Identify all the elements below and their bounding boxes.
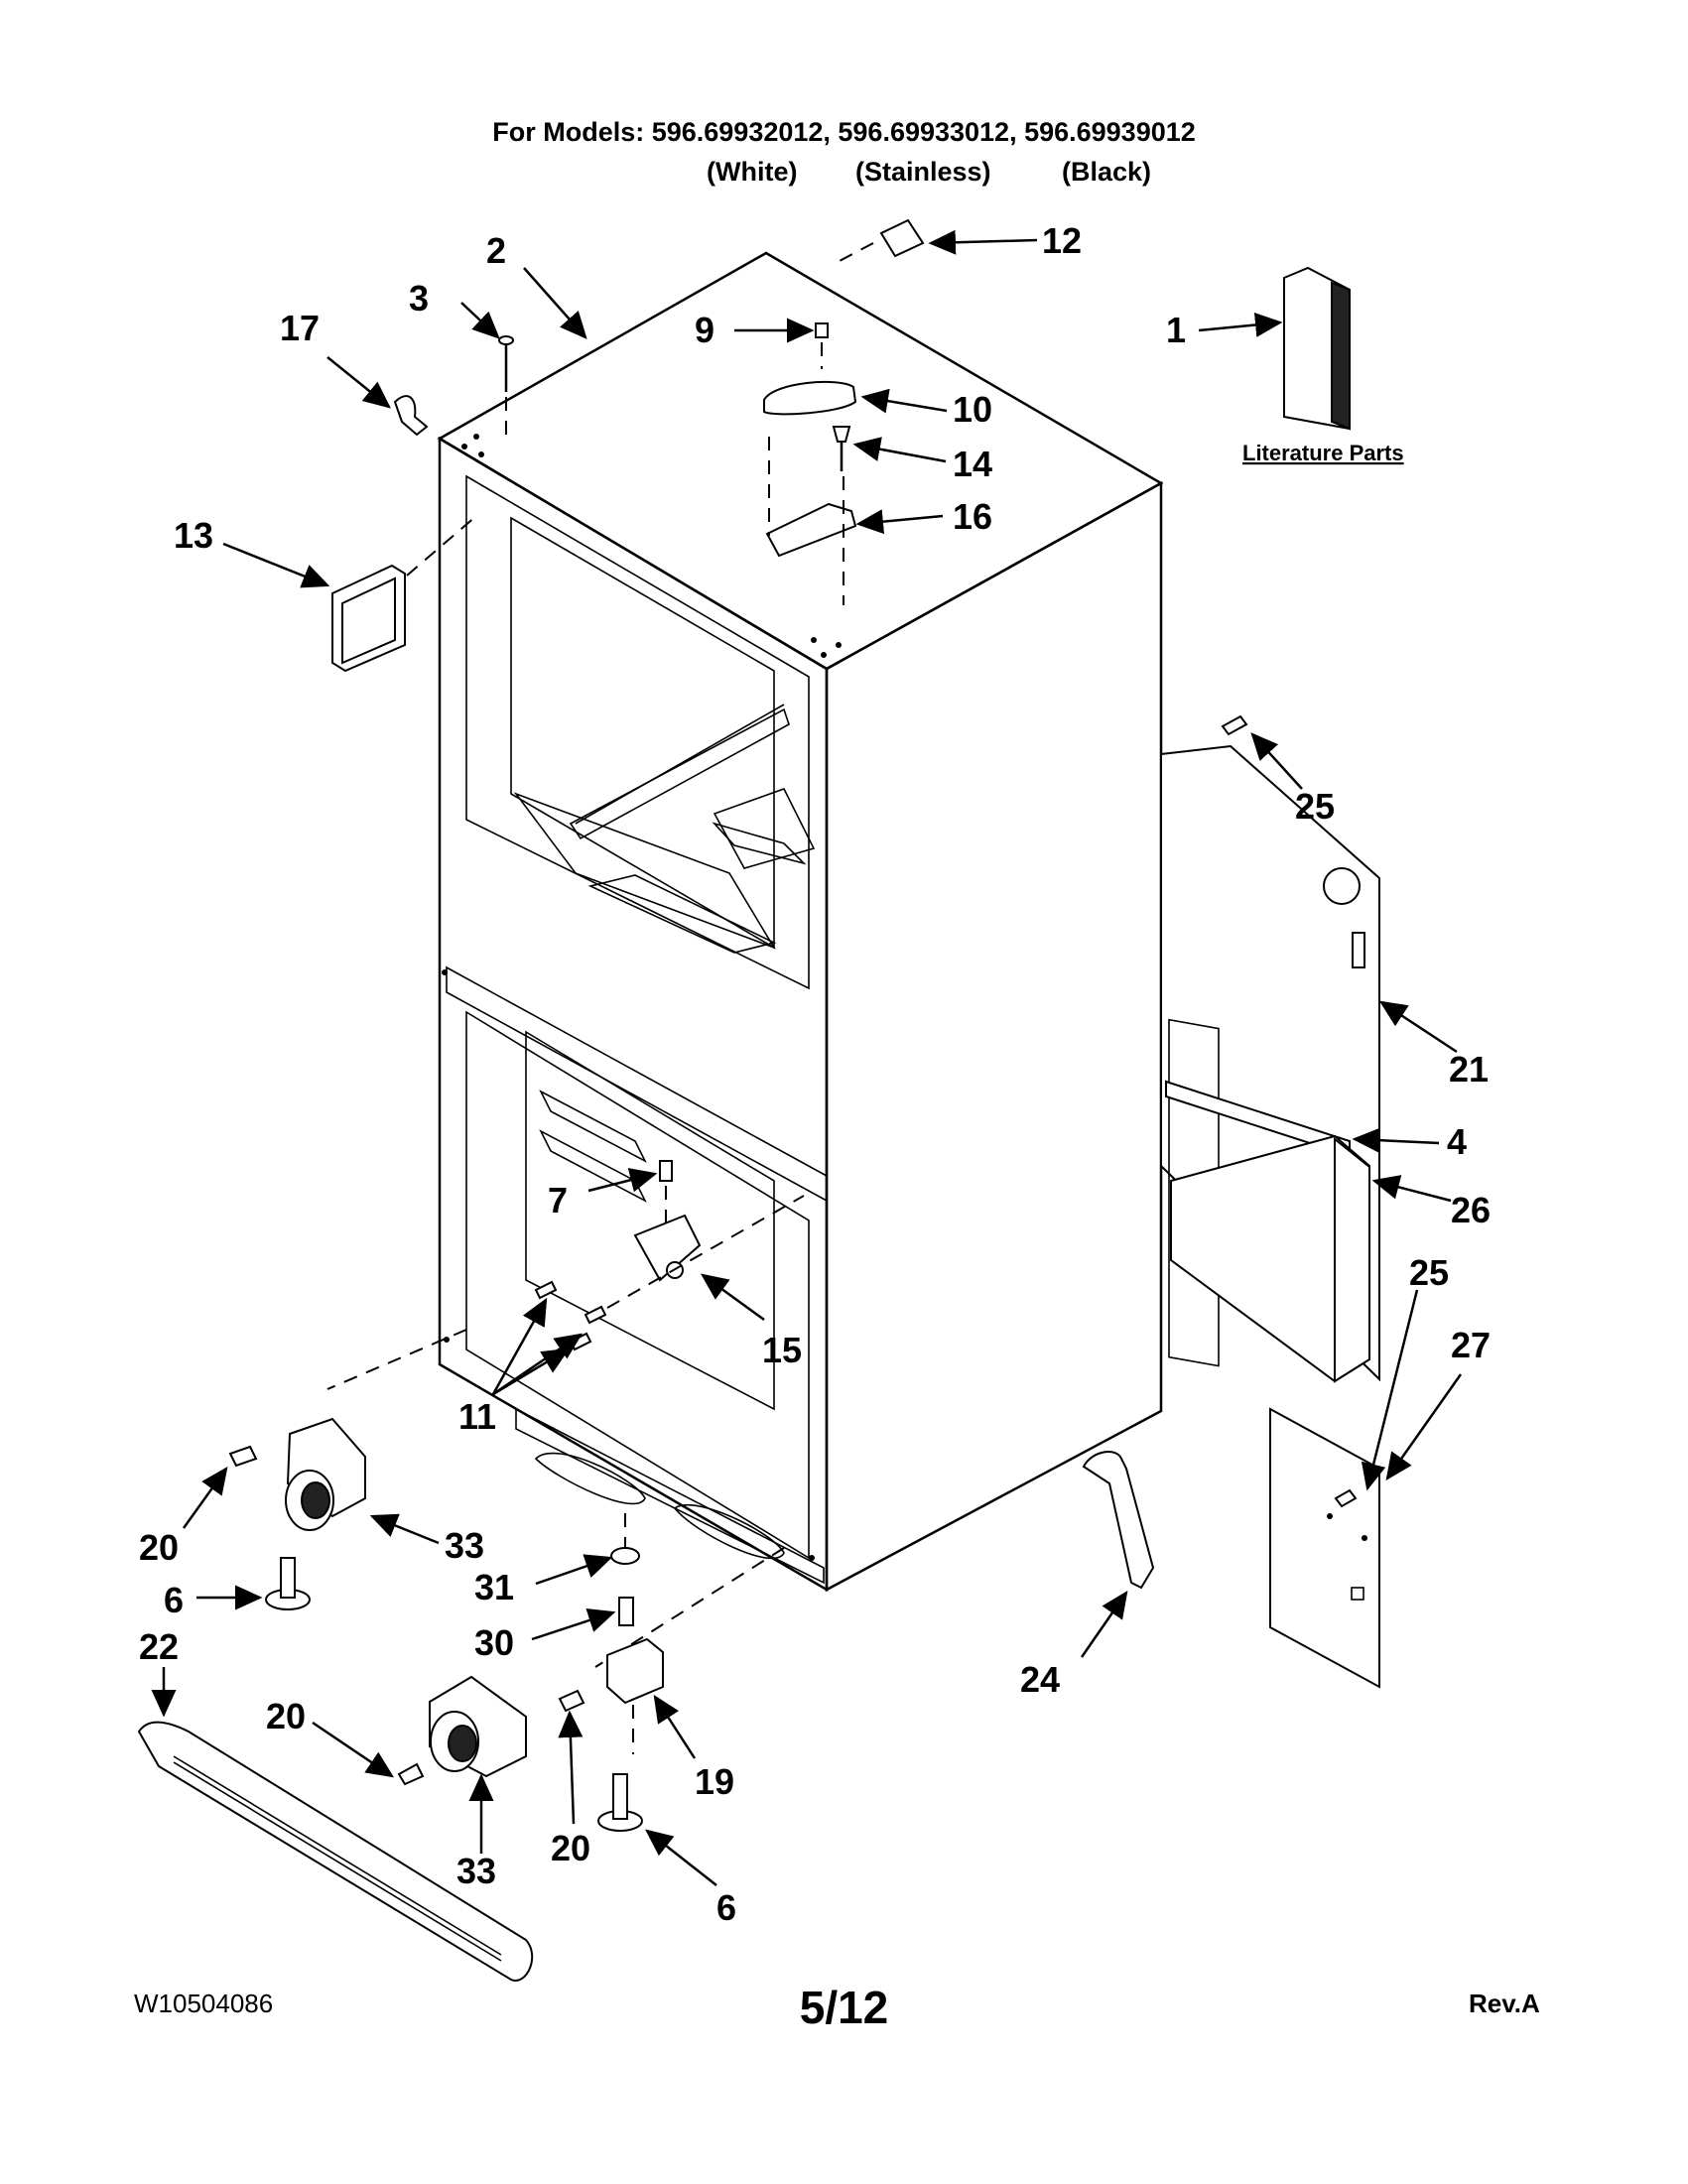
- callout-33-right: 33: [456, 1851, 496, 1891]
- callout-33-left: 33: [445, 1525, 484, 1566]
- part-20-screw-center: [558, 1689, 585, 1713]
- callout-27: 27: [1451, 1325, 1491, 1365]
- callout-25-lower: 25: [1409, 1252, 1449, 1293]
- callout-30: 30: [474, 1622, 514, 1663]
- part-13-control: [331, 564, 406, 673]
- callout-19: 19: [695, 1761, 734, 1802]
- callout-16: 16: [953, 496, 992, 537]
- revision-label: Rev.A: [1469, 1989, 1540, 2018]
- part-19-bracket: [606, 1637, 664, 1705]
- part-24-wrench: [1082, 1451, 1155, 1590]
- callout-6-left: 6: [164, 1580, 184, 1620]
- part-11-screw-1: [534, 1280, 558, 1300]
- callout-31: 31: [474, 1567, 514, 1607]
- part-26-insulation: [1170, 1134, 1370, 1383]
- literature-parts-label: Literature Parts: [1242, 441, 1404, 465]
- callout-6-right: 6: [716, 1887, 736, 1928]
- cabinet: [437, 251, 1164, 1593]
- callout-20-center: 20: [266, 1696, 306, 1736]
- part-15-center-hinge: [633, 1214, 702, 1282]
- part-25-screw-upper: [1221, 714, 1248, 736]
- part-6-leveler-left: [265, 1557, 311, 1610]
- part-20-screw-left: [228, 1445, 258, 1468]
- callout-12: 12: [1042, 220, 1082, 261]
- variant-white: (White): [707, 157, 798, 187]
- callout-9: 9: [695, 310, 714, 350]
- part-25-screw-lower: [1334, 1488, 1358, 1508]
- page-number: 5/12: [799, 1982, 889, 2033]
- part-22-toe-grille: [137, 1721, 534, 1983]
- callout-25-upper: 25: [1295, 786, 1335, 827]
- callout-20-right: 20: [551, 1828, 590, 1868]
- part-33-roller-left: [285, 1417, 366, 1531]
- callout-7: 7: [548, 1180, 568, 1220]
- callout-20-left: 20: [139, 1527, 179, 1568]
- callout-14: 14: [953, 444, 992, 484]
- callout-22: 22: [139, 1626, 179, 1667]
- part-7-sensor: [659, 1160, 673, 1230]
- callout-26: 26: [1451, 1190, 1491, 1230]
- callout-24: 24: [1020, 1659, 1060, 1700]
- part-11-screw-2: [584, 1305, 607, 1325]
- callout-13: 13: [174, 515, 213, 556]
- part-33-roller-right: [429, 1675, 527, 1778]
- callout-2: 2: [486, 230, 506, 271]
- callout-15: 15: [762, 1330, 802, 1370]
- callout-17: 17: [280, 308, 320, 348]
- variant-stainless: (Stainless): [855, 157, 991, 187]
- part-27-access-cover: [1269, 1407, 1380, 1689]
- part-9-screw: [815, 322, 829, 369]
- part-30-pin: [618, 1597, 634, 1626]
- part-20-screw-right: [397, 1762, 425, 1786]
- part-6-leveler-right: [597, 1773, 643, 1832]
- part-12-label: [879, 218, 925, 258]
- callout-labels: 12 2 3 9 17 10 14 16 13 1 Literature Par…: [139, 220, 1491, 1928]
- part-16-hinge: [765, 502, 857, 558]
- part-1-literature: [1283, 266, 1351, 431]
- variant-black: (Black): [1062, 157, 1152, 187]
- part-14-screw: [832, 426, 851, 471]
- part-10-hinge-cover: [763, 380, 857, 416]
- callout-leaders: [151, 229, 1463, 1886]
- part-3-screw: [498, 335, 514, 442]
- callout-1: 1: [1166, 310, 1186, 350]
- callout-4: 4: [1447, 1121, 1467, 1162]
- callout-3: 3: [409, 278, 429, 319]
- document-number: W10504086: [134, 1989, 274, 2018]
- part-31-washer: [610, 1513, 640, 1565]
- callout-11: 11: [458, 1396, 496, 1437]
- part-17-tape: [393, 395, 429, 437]
- callout-10: 10: [953, 389, 992, 430]
- callout-21: 21: [1449, 1049, 1489, 1090]
- models-heading: For Models: 596.69932012, 596.69933012, …: [492, 117, 1196, 147]
